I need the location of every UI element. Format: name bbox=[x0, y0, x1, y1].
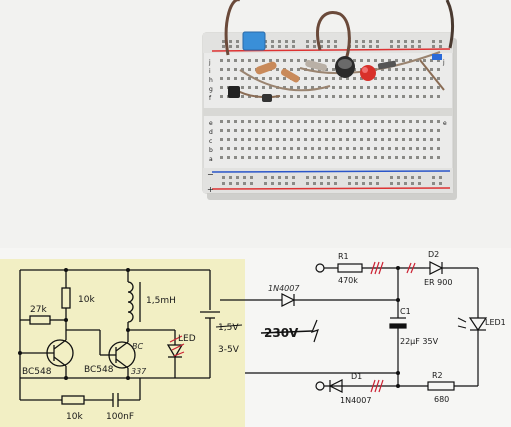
label-led: LED bbox=[178, 334, 196, 344]
row-letter: e bbox=[443, 120, 447, 127]
breadboard-components bbox=[224, 0, 455, 102]
label-100nf: 100nF bbox=[106, 412, 134, 422]
label-r1: R1 bbox=[338, 252, 349, 261]
label-r1-value: 470k bbox=[338, 276, 358, 285]
label-r2-value: 680 bbox=[434, 395, 449, 404]
label-d2-value: ER 900 bbox=[424, 278, 452, 287]
label-q2-hand-top: BC bbox=[132, 342, 143, 351]
row-letter: e bbox=[209, 120, 213, 127]
label-c1: C1 bbox=[400, 307, 411, 316]
breadboard: j i h g f e d c b a j e − + bbox=[202, 0, 457, 200]
breadboard-holes bbox=[220, 40, 442, 185]
left-schematic: 27k 10k 1,5mH BC548 BC548 BC 337 LED 1,5… bbox=[0, 259, 245, 427]
row-letter: d bbox=[209, 129, 213, 136]
label-27k: 27k bbox=[30, 305, 47, 315]
label-inductor: 1,5mH bbox=[146, 296, 176, 306]
row-letter: i bbox=[209, 68, 211, 75]
label-r2: R2 bbox=[432, 371, 443, 380]
label-supply-old: 1,5V bbox=[218, 323, 239, 333]
label-10k-bottom: 10k bbox=[66, 412, 83, 422]
row-letter: f bbox=[209, 95, 212, 102]
row-letter: c bbox=[209, 138, 212, 145]
label-mains: 230V bbox=[264, 326, 299, 340]
label-d3-handwritten: 1N4007 bbox=[268, 284, 300, 293]
label-d1: D1 bbox=[351, 372, 362, 381]
right-schematic: R1 470k D2 ER 900 1N4007 C1 22µF 35V 230… bbox=[220, 250, 506, 405]
row-letter: a bbox=[209, 156, 213, 163]
row-letter: b bbox=[209, 147, 213, 154]
rail-plus-label: + bbox=[207, 185, 214, 194]
label-q2-hand-bottom: 337 bbox=[131, 367, 147, 376]
label-d1-value: 1N4007 bbox=[340, 396, 371, 405]
label-10k-top: 10k bbox=[78, 295, 95, 305]
label-d2: D2 bbox=[428, 250, 439, 259]
row-letter: g bbox=[209, 86, 213, 93]
rail-minus-label: − bbox=[207, 170, 214, 179]
label-q2: BC548 bbox=[84, 365, 114, 375]
label-led1: LED1 bbox=[485, 318, 506, 327]
row-letter: j bbox=[442, 59, 445, 66]
label-supply-new: 3-5V bbox=[218, 345, 240, 355]
label-q1: BC548 bbox=[22, 367, 52, 377]
label-c1-value: 22µF 35V bbox=[400, 337, 439, 346]
row-letter: j bbox=[208, 59, 211, 66]
row-letter: h bbox=[209, 77, 213, 84]
